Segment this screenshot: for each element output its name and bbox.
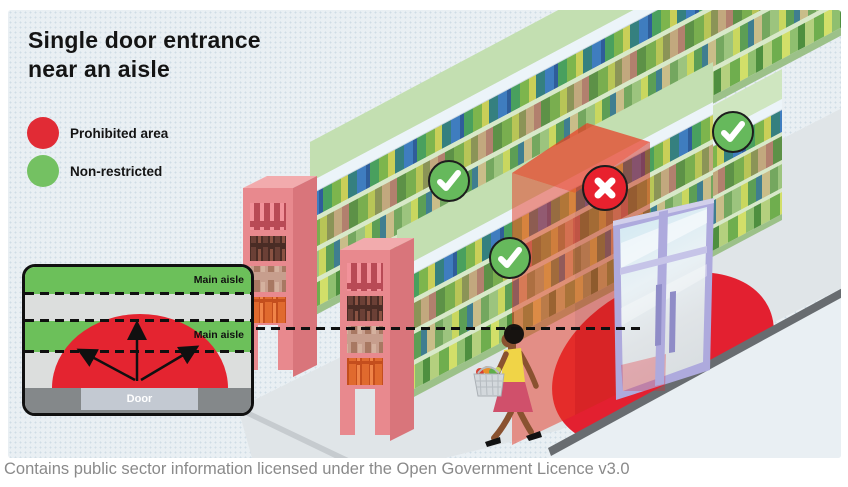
inset-aisle-label: Main aisle	[193, 329, 244, 341]
illustration-card: Main aisle Main aisle Door Single door e…	[8, 10, 841, 458]
legend-item-prohibited: Prohibited area	[27, 117, 168, 149]
prohibited-x-badge	[582, 165, 628, 211]
page-title: Single door entrance near an aisle	[28, 26, 261, 84]
endcap-shelf-orange	[347, 358, 383, 385]
endcap-leg	[278, 325, 293, 370]
floor-left-edge	[235, 407, 349, 458]
endcap-front-graphic	[340, 238, 414, 441]
shopper	[473, 324, 542, 447]
non-restricted-swatch	[27, 155, 59, 187]
inset-aisle-label: Main aisle	[193, 274, 244, 286]
endcap-side-face	[293, 176, 317, 377]
upper-graphic	[473, 123, 714, 447]
title-line-2: near an aisle	[28, 56, 170, 82]
endcap-shelf-pink	[347, 263, 383, 291]
inset-plan-diagram: Main aisle Main aisle Door	[22, 264, 254, 416]
shopper-leg	[517, 409, 534, 435]
x-icon	[594, 177, 616, 199]
endcap-shelf-tan	[250, 266, 286, 292]
sight-line-dashed	[256, 327, 640, 330]
shopper-leg	[491, 409, 514, 441]
title-line-1: Single door entrance	[28, 27, 261, 53]
entrance-door[interactable]	[613, 198, 714, 400]
inset-door-label: Door	[81, 388, 198, 410]
check-icon	[437, 170, 461, 191]
allowed-check-badge	[428, 160, 470, 202]
legend-item-nonrestricted: Non-restricted	[27, 155, 162, 187]
legend-label: Non-restricted	[70, 163, 163, 179]
door-glass-red-reflection	[621, 354, 666, 391]
endcap-products	[250, 203, 286, 230]
endcap-shelf-dark	[250, 236, 286, 261]
licence-text: Contains public sector information licen…	[4, 460, 630, 478]
shopper-neck	[508, 344, 516, 352]
arrow-up-right	[140, 345, 200, 382]
endcap-shelf-tan	[347, 326, 383, 353]
inset-dashed-line	[25, 292, 251, 295]
door-handle[interactable]	[655, 284, 662, 346]
endcap-shelf-dark	[347, 296, 383, 321]
shopper-shoe	[485, 437, 501, 447]
shopper-skirt	[493, 382, 533, 412]
endcap-leg	[375, 389, 390, 435]
door-crossbar	[620, 246, 707, 275]
arrow-up-left	[76, 348, 136, 382]
prohibited-area-swatch	[27, 117, 59, 149]
shopper-shoe	[526, 431, 542, 441]
endcap-top-face	[340, 238, 414, 250]
endcap-leg	[340, 389, 355, 435]
endcap-top-face	[243, 176, 317, 188]
endcap-side-face	[390, 238, 414, 441]
check-icon	[721, 121, 745, 142]
door-handle[interactable]	[669, 291, 676, 353]
allowed-check-badge	[489, 237, 531, 279]
legend-label: Prohibited area	[70, 125, 169, 141]
endcap-shelf-orange	[250, 297, 286, 323]
shopping-basket	[473, 366, 505, 397]
inset-main-aisle-top	[25, 267, 251, 294]
check-icon	[498, 247, 522, 268]
inset-arrows	[76, 320, 200, 382]
allowed-check-badge	[712, 111, 754, 153]
